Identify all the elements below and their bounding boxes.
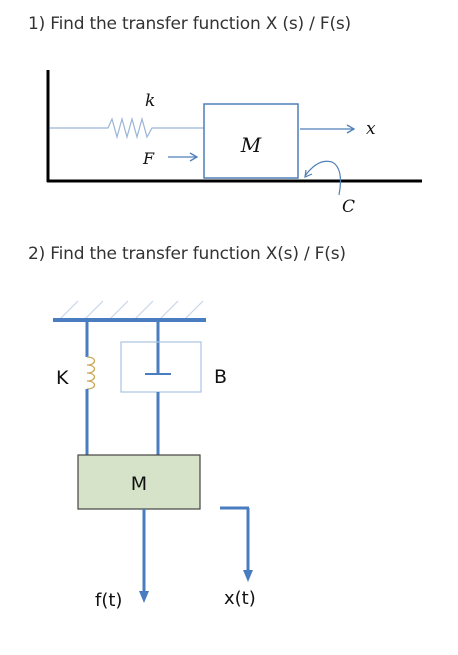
damping-indicator	[304, 160, 342, 196]
mass-block-2	[77, 454, 201, 510]
displacement-label-xt: x(t)	[224, 588, 256, 609]
force-label-f: F	[142, 149, 155, 168]
force-arrow-2	[139, 509, 149, 603]
force-label-ft: f(t)	[95, 590, 122, 611]
force-arrow-1	[168, 152, 199, 162]
damping-label-c: C	[342, 197, 355, 217]
ceiling-hatch	[59, 300, 204, 320]
mass-block-1	[203, 103, 299, 179]
mass-label-1: M	[240, 133, 262, 157]
ground-1	[46, 70, 422, 183]
displacement-label-x: x	[366, 119, 376, 139]
damper-label-b: B	[214, 366, 227, 388]
displacement-arrow-1	[300, 124, 356, 134]
spring-label-k2: K	[56, 367, 69, 389]
question-1-text: 1) Find the transfer function X (s) / F(…	[28, 14, 351, 34]
spring-2	[85, 320, 96, 455]
damper-2	[120, 320, 202, 455]
displacement-arrow-2	[220, 506, 253, 582]
spring-label-k: k	[145, 91, 155, 111]
question-2-text: 2) Find the transfer function X(s) / F(s…	[28, 244, 346, 264]
figure-1-diagram: k F M x C	[46, 70, 422, 217]
mass-label-2: M	[131, 473, 147, 495]
spring-1	[50, 116, 205, 140]
